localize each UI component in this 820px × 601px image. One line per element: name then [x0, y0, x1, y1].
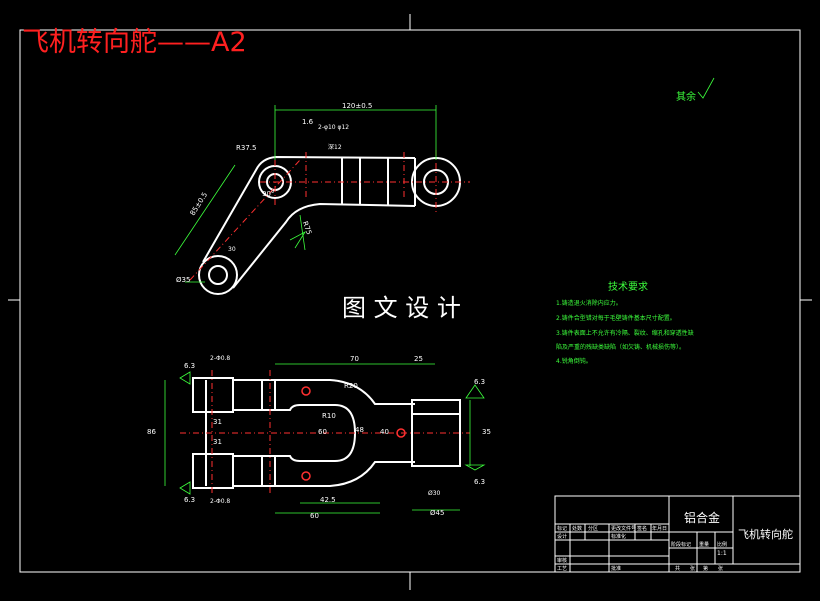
front-dims — [164, 363, 486, 514]
dim-deep: 深12 — [328, 144, 342, 151]
front-centerlines — [180, 370, 470, 495]
dim-2phi08-bottom: 2-Φ0.8 — [210, 498, 231, 505]
tb-process: 工艺 — [557, 566, 568, 572]
tb-label-count: 处数 — [572, 526, 583, 532]
dim-d35-top: Ø35 — [176, 276, 191, 284]
tb-ratio: 比例 — [717, 542, 728, 548]
dim-d45: Ø45 — [430, 509, 445, 517]
dim-63d: 6.3 — [474, 478, 486, 486]
tb-label-mark: 标记 — [557, 526, 568, 532]
tb-label-doc: 更改文件号 — [611, 526, 637, 532]
dim-35: 35 — [482, 428, 491, 436]
tech-line-3: 3.铸件表面上不允许有冷隔、裂纹、缩孔和穿透性缺 — [556, 330, 694, 337]
title-block-grid — [554, 495, 801, 573]
dim-86: 86 — [147, 428, 156, 436]
dim-48: 48 — [355, 426, 364, 434]
tb-label-zone: 分区 — [588, 526, 599, 532]
top-dims — [174, 105, 437, 283]
watermark: 图 文 设 计 — [342, 294, 461, 322]
title-part-name: 飞机转向舵 — [738, 528, 793, 541]
dim-hole: 2-φ10 φ12 — [318, 124, 350, 131]
tb-review: 审核 — [557, 558, 568, 564]
tb-design: 设计 — [557, 534, 568, 540]
tb-sheet-total: 共 — [675, 566, 681, 572]
tech-line-1: 1.铸造退火消除内应力。 — [556, 300, 622, 307]
dim-70: 70 — [350, 355, 359, 363]
tb-sheet-unit1: 张 — [690, 566, 696, 572]
dim-60-inner: 60 — [318, 428, 327, 436]
dim-16: 1.6 — [302, 118, 314, 126]
title-overlay: 飞机转向舵——A2 — [22, 27, 247, 58]
dim-31a: 31 — [213, 418, 222, 426]
dim-425: 42.5 — [320, 496, 336, 504]
tb-sheet-unit2: 张 — [718, 566, 724, 572]
dim-120: 120±0.5 — [342, 102, 373, 110]
tb-standard: 标准化 — [611, 534, 627, 540]
tech-line-2: 2.铸件合型错对每于毛壁铸件基本尺寸配置。 — [556, 315, 676, 322]
top-view — [198, 155, 461, 295]
top-centerlines — [189, 150, 470, 281]
tech-line-4: 陷及严重的残缺类缺陷（如欠铸、机械损伤等）。 — [556, 344, 686, 351]
surface-symbol — [697, 77, 715, 99]
tech-heading: 技术要求 — [608, 282, 648, 293]
dim-63a: 6.3 — [184, 362, 196, 370]
dim-63c: 6.3 — [474, 378, 486, 386]
tb-approve: 批准 — [611, 566, 622, 572]
surface-note: 其余 — [676, 92, 696, 103]
dim-31b: 31 — [213, 438, 222, 446]
title-scale: 1:1 — [717, 550, 727, 557]
dim-90: 90° — [262, 190, 275, 198]
dim-2phi08-top: 2-Φ0.8 — [210, 355, 231, 362]
tech-line-5: 4.锐角倒钝。 — [556, 358, 592, 365]
tb-label-date: 年月日 — [652, 526, 668, 532]
dim-60-outer: 60 — [310, 512, 319, 520]
tb-sheet-no: 第 — [703, 566, 709, 572]
dim-40: 40 — [380, 428, 389, 436]
dim-30-top: 30 — [228, 246, 236, 253]
dim-63b: 6.3 — [184, 496, 196, 504]
title-material: 铝合金 — [684, 511, 721, 525]
tb-stage: 阶段标记 — [671, 542, 692, 548]
dim-25: 25 — [414, 355, 423, 363]
dim-r20: R20 — [344, 382, 358, 390]
dim-r375: R37.5 — [236, 144, 257, 152]
dim-r10: R10 — [322, 412, 336, 420]
dim-d30: Ø30 — [428, 490, 441, 497]
tb-weight: 重量 — [699, 542, 710, 548]
tb-label-sign: 签名 — [637, 526, 648, 532]
